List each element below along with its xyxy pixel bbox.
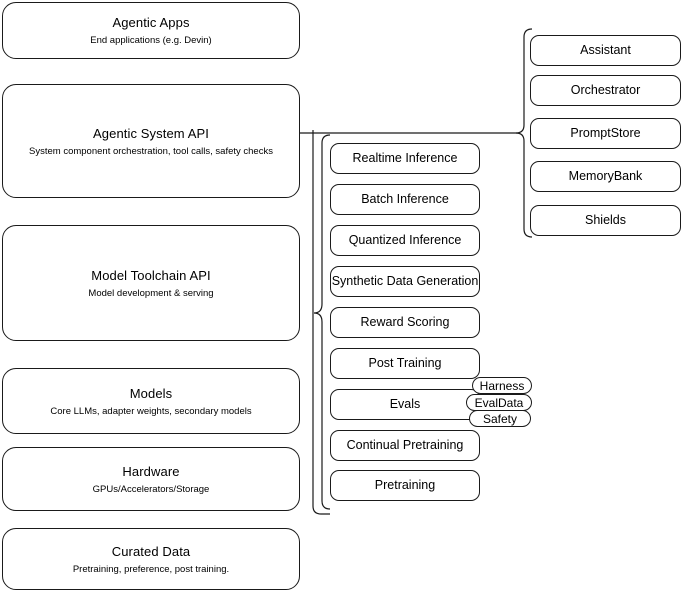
layer-title: Agentic System API xyxy=(93,125,209,141)
evals-subcomponent-safety[interactable]: Safety xyxy=(469,410,531,427)
system-component-box-orchestrator[interactable]: Orchestrator xyxy=(530,75,681,106)
connector-system-api-to-components xyxy=(300,126,522,142)
capability-label: Post Training xyxy=(368,356,442,370)
layer-box-curated-data[interactable]: Curated Data Pretraining, preference, po… xyxy=(2,528,300,590)
system-component-box-assistant[interactable]: Assistant xyxy=(530,35,681,66)
capability-box-continual-pretraining[interactable]: Continual Pretraining xyxy=(330,430,480,461)
capability-label: Quantized Inference xyxy=(348,233,462,247)
layer-subtitle: System component orchestration, tool cal… xyxy=(29,145,273,157)
system-component-label: PromptStore xyxy=(570,126,641,140)
bracket-toolchain-capabilities xyxy=(306,130,331,520)
capability-label: Batch Inference xyxy=(361,192,449,206)
system-component-box-memorybank[interactable]: MemoryBank xyxy=(530,161,681,192)
system-component-label: Orchestrator xyxy=(570,83,641,97)
layer-subtitle: End applications (e.g. Devin) xyxy=(90,35,212,46)
capability-label: Realtime Inference xyxy=(352,151,458,165)
layer-box-agentic-system-api[interactable]: Agentic System API System component orch… xyxy=(2,84,300,198)
capability-label: Pretraining xyxy=(374,478,436,492)
capability-box-evals[interactable]: Evals xyxy=(330,389,480,420)
layer-subtitle: Model development & serving xyxy=(88,287,214,299)
capability-box-pretraining[interactable]: Pretraining xyxy=(330,470,480,501)
capability-box-realtime-inference[interactable]: Realtime Inference xyxy=(330,143,480,174)
system-component-box-promptstore[interactable]: PromptStore xyxy=(530,118,681,149)
layer-title: Models xyxy=(129,385,173,401)
layer-subtitle: GPUs/Accelerators/Storage xyxy=(92,483,210,495)
layer-box-agentic-apps[interactable]: Agentic Apps End applications (e.g. Devi… xyxy=(2,2,300,59)
layer-box-models[interactable]: Models Core LLMs, adapter weights, secon… xyxy=(2,368,300,434)
capability-label: Continual Pretraining xyxy=(346,438,464,452)
layer-box-hardware[interactable]: Hardware GPUs/Accelerators/Storage xyxy=(2,447,300,511)
capability-label: Synthetic Data Generation xyxy=(331,274,479,288)
layer-title: Curated Data xyxy=(111,543,191,559)
layer-subtitle: Pretraining, preference, post training. xyxy=(72,563,230,575)
system-component-label: Assistant xyxy=(580,43,631,57)
layer-title: Model Toolchain API xyxy=(91,267,211,283)
capability-label: Evals xyxy=(389,397,421,411)
system-component-box-shields[interactable]: Shields xyxy=(530,205,681,236)
layer-title: Agentic Apps xyxy=(112,15,190,30)
evals-subcomponent-evaldata[interactable]: EvalData xyxy=(466,394,532,411)
capability-label: Reward Scoring xyxy=(360,315,450,329)
evals-subcomponent-harness[interactable]: Harness xyxy=(472,377,532,394)
evals-subcomponent-label: Safety xyxy=(482,411,518,426)
capability-box-synthetic-data-generation[interactable]: Synthetic Data Generation xyxy=(330,266,480,297)
capability-box-post-training[interactable]: Post Training xyxy=(330,348,480,379)
system-component-label: Shields xyxy=(585,213,626,227)
bracket-system-components xyxy=(512,26,533,246)
capability-box-quantized-inference[interactable]: Quantized Inference xyxy=(330,225,480,256)
capability-box-batch-inference[interactable]: Batch Inference xyxy=(330,184,480,215)
layer-box-model-toolchain-api[interactable]: Model Toolchain API Model development & … xyxy=(2,225,300,341)
evals-subcomponent-label: EvalData xyxy=(474,395,524,410)
capability-box-reward-scoring[interactable]: Reward Scoring xyxy=(330,307,480,338)
layer-subtitle: Core LLMs, adapter weights, secondary mo… xyxy=(50,405,252,417)
layer-title: Hardware xyxy=(122,463,180,479)
system-component-label: MemoryBank xyxy=(568,169,643,183)
evals-subcomponent-label: Harness xyxy=(479,378,525,393)
